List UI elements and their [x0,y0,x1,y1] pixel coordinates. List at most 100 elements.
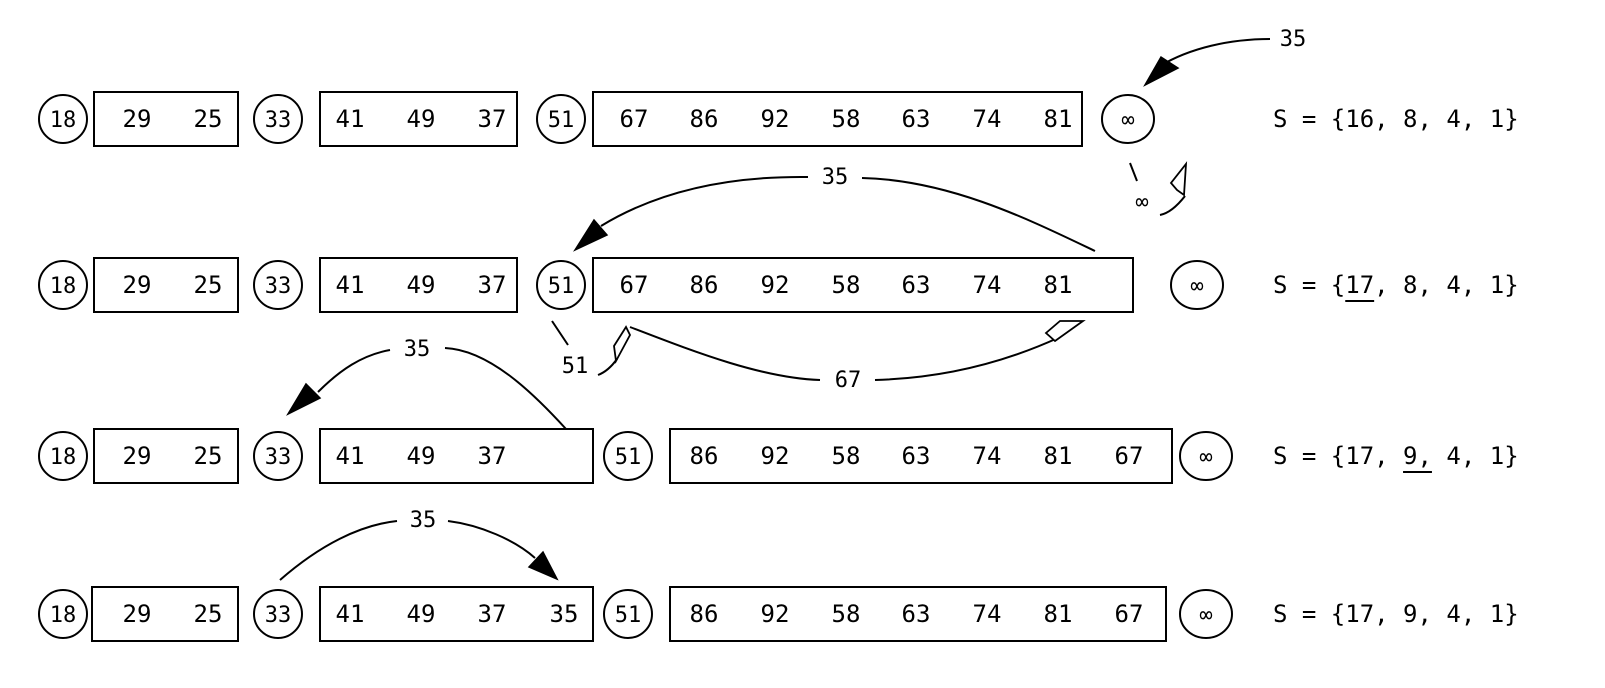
bucket-value: 92 [761,105,790,133]
pivot-node: 33 [253,260,303,310]
node-label: ∞ [1199,603,1212,628]
arrow-curve [597,358,618,376]
node-label: 33 [265,603,292,628]
bucket-value: 37 [478,271,507,299]
sequence-prefix: S = { [1273,271,1345,299]
bucket-value: 74 [973,600,1002,628]
arrow-label: 35 [410,508,437,533]
pivot-node: 33 [253,94,303,144]
node-label: 18 [50,108,77,133]
sequence-separator: , [1418,105,1432,133]
sequence-gap: 17 [1345,442,1374,470]
arrow-label: ∞ [1135,190,1148,215]
node-oval [38,260,88,310]
bucket-value: 25 [194,600,223,628]
bucket-value: 49 [407,600,436,628]
node-label: 33 [265,274,292,299]
gap-sequence: S = {17, 8, 4, 1} [1273,271,1519,302]
bucket-value: 58 [832,105,861,133]
pivot-node: 51 [603,589,653,639]
bucket-value: 29 [123,271,152,299]
bucket-value: 81 [1044,442,1073,470]
bucket-value: 81 [1044,600,1073,628]
node-label: 18 [50,603,77,628]
sequence-separator: , [1374,600,1388,628]
sequence-gap: 1 [1490,442,1504,470]
sequence-suffix: } [1504,271,1518,299]
bucket-value: 37 [478,442,507,470]
bucket-value: 25 [194,442,223,470]
arrow-curve [1159,195,1186,216]
bucket-value: 49 [407,271,436,299]
arrow-curve [1159,38,1271,67]
node-label: 51 [548,274,575,299]
node-label: 51 [615,603,642,628]
node-label: 51 [548,108,575,133]
bucket-value: 41 [336,271,365,299]
move-arrow-7: 67 [629,320,1086,393]
gap-sequence: S = {17, 9, 4, 1} [1273,600,1519,628]
bucket-outline [91,586,239,642]
sequence-separator: , [1418,442,1432,470]
bucket-value: 49 [407,442,436,470]
sequence-suffix: } [1504,105,1518,133]
bucket-value: 74 [973,271,1002,299]
bucket-outline [319,91,518,147]
sequence-prefix: S = { [1273,442,1345,470]
node-label: ∞ [1121,108,1134,133]
bucket-outline [669,428,1173,484]
pivot-node: 51 [536,94,586,144]
bucket-value: 63 [902,271,931,299]
bucket-value: 58 [832,600,861,628]
filled-arrowhead-icon [286,382,322,416]
bucket-box: 41 49 37 [319,257,518,313]
sequence-separator: , [1374,105,1388,133]
node-oval [536,260,586,310]
node-oval [536,94,586,144]
bucket-outline [319,586,594,642]
arrow-label: 67 [835,368,862,393]
arrow-curve [551,320,569,346]
bucket-value: 67 [620,271,649,299]
bucket-value: 81 [1044,105,1073,133]
bucket-value: 67 [1115,442,1144,470]
node-oval [1179,589,1233,639]
bucket-value: 37 [478,600,507,628]
bucket-value: 58 [832,442,861,470]
bucket-value: 49 [407,105,436,133]
sequence-separator: , [1461,271,1475,299]
arrow-curve [861,177,1096,252]
node-label: 18 [50,274,77,299]
arrow-curve [279,520,398,581]
arrow-label: 51 [562,354,589,379]
open-arrowhead-icon [613,325,632,364]
bucket-value: 58 [832,271,861,299]
bucket-value: 74 [973,105,1002,133]
move-arrow-3: 35 [286,337,567,430]
bucket-value: 29 [123,105,152,133]
bucket-value: 67 [1115,600,1144,628]
node-oval [1101,94,1155,144]
sequence-prefix: S = { [1273,105,1345,133]
sequence-gap: 4 [1446,271,1460,299]
open-arrowhead-icon [1044,320,1086,343]
bucket-value: 25 [194,105,223,133]
sequence-prefix: S = { [1273,600,1345,628]
sequence-separator: , [1418,600,1432,628]
arrow-label: 35 [1280,27,1307,52]
sequence-gap: 9 [1403,442,1417,470]
sequence-gap: 4 [1446,442,1460,470]
bucket-value: 74 [973,442,1002,470]
sequence-suffix: } [1504,600,1518,628]
arrow-curve [600,175,809,227]
arrow-curve [444,347,567,430]
filled-arrowhead-icon [572,218,609,252]
sequence-gap: 8 [1403,105,1417,133]
arrow-curve [317,349,391,393]
bucket-value: 63 [902,442,931,470]
